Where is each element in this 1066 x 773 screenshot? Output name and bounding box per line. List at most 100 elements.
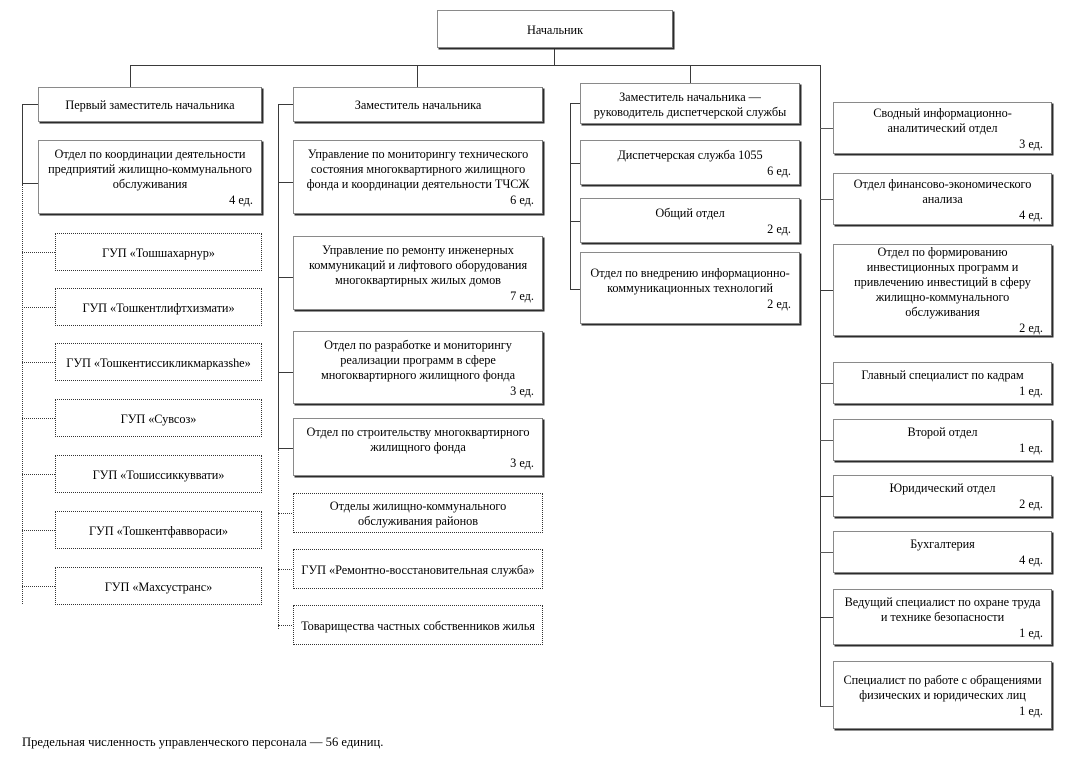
node-count: 1 ед. <box>1019 625 1043 640</box>
node-col1-6[interactable]: ГУП «Тошкентфаввораси» <box>55 511 262 549</box>
node-col4-0[interactable]: Сводный информационно-аналитический отде… <box>833 102 1052 154</box>
node-col1-7[interactable]: ГУП «Махсустранс» <box>55 567 262 605</box>
node-col4-1[interactable]: Отдел финансово-экономического анализа 4… <box>833 173 1052 225</box>
node-label: ГУП «Тошкентлифтхизмати» <box>82 300 235 315</box>
connector-col1-branch-3 <box>22 362 55 363</box>
node-label: ГУП «Ремонтно-восстановительная служба» <box>301 562 535 577</box>
node-col4-6[interactable]: Бухгалтерия 4 ед. <box>833 531 1052 573</box>
connector-col3-to-node2 <box>570 289 581 290</box>
node-label: Отделы жилищно-коммунального обслуживани… <box>329 499 507 528</box>
node-col3-2[interactable]: Отдел по внедрению информационно-коммуни… <box>580 252 800 324</box>
connector-col1-branch-6 <box>22 530 55 531</box>
node-label: Отдел по внедрению информационно-коммуни… <box>590 265 790 295</box>
node-col4-5[interactable]: Юридический отдел 2 ед. <box>833 475 1052 517</box>
connector-col3-to-node1 <box>570 221 581 222</box>
node-label: ГУП «Тошкентфаввораси» <box>89 523 228 538</box>
node-col4-8[interactable]: Специалист по работе с обращениями физич… <box>833 661 1052 729</box>
node-col2-0[interactable]: Управление по мониторингу технического с… <box>293 140 543 214</box>
node-label: Второй отдел <box>907 425 978 440</box>
connector-col4-to-node8 <box>820 706 834 707</box>
node-label: Отдел финансово-экономического анализа <box>853 176 1032 206</box>
connector-col4-to-node7 <box>820 617 834 618</box>
node-count: 6 ед. <box>510 193 534 208</box>
node-col2-6[interactable]: Товарищества частных собственников жилья <box>293 605 543 645</box>
connector-col1-to-head <box>22 104 39 105</box>
node-count: 1 ед. <box>1019 384 1043 399</box>
node-head-deputy[interactable]: Заместитель начальника <box>293 87 543 122</box>
node-label: Отдел по строительству многоквартирного … <box>306 424 530 454</box>
node-col1-5[interactable]: ГУП «Тошиссиккуввати» <box>55 455 262 493</box>
connector-col2-to-node0 <box>278 182 294 183</box>
node-col4-3[interactable]: Главный специалист по кадрам 1 ед. <box>833 362 1052 404</box>
connector-col1-spine-dotted <box>22 184 23 604</box>
node-head-dispatch-deputy[interactable]: Заместитель начальника — руководитель ди… <box>580 83 800 124</box>
connector-col2-to-node1 <box>278 277 294 278</box>
connector-col3-spine-solid <box>570 103 571 290</box>
node-label: Отдел по координации деятельности предпр… <box>48 147 252 192</box>
connector-col1-branch-7 <box>22 586 55 587</box>
node-col1-0[interactable]: Отдел по координации деятельности предпр… <box>38 140 262 214</box>
connector-col2-to-node2 <box>278 372 294 373</box>
node-col4-2[interactable]: Отдел по формированию инвестиционных про… <box>833 244 1052 336</box>
node-col1-4[interactable]: ГУП «Сувсоз» <box>55 399 262 437</box>
connector-col2-branch-4 <box>278 513 294 514</box>
node-col2-5[interactable]: ГУП «Ремонтно-восстановительная служба» <box>293 549 543 589</box>
node-label: Главный специалист по кадрам <box>861 368 1024 383</box>
connector-col1-to-node0 <box>22 183 39 184</box>
node-count: 3 ед. <box>510 383 534 398</box>
node-count: 4 ед. <box>1019 553 1043 568</box>
node-label: Заместитель начальника — руководитель ди… <box>593 89 787 119</box>
node-count: 3 ед. <box>1019 136 1043 151</box>
node-label: Управление по мониторингу технического с… <box>306 147 530 192</box>
node-label: Отдел по формированию инвестиционных про… <box>854 245 1031 320</box>
node-label: Товарищества частных собственников жилья <box>301 618 535 633</box>
node-label: ГУП «Тошкентиссикликмарказshe» <box>66 355 251 370</box>
connector-root-stem <box>554 48 555 65</box>
node-label: Специалист по работе с обращениями физич… <box>843 672 1042 702</box>
node-count: 6 ед. <box>767 163 791 178</box>
node-label: Отдел по разработке и мониторингу реализ… <box>320 337 515 382</box>
node-label: Общий отдел <box>655 205 725 220</box>
connector-col1-spine-solid <box>22 104 23 184</box>
connector-col2-spine-solid <box>278 104 279 449</box>
node-col1-2[interactable]: ГУП «Тошкентлифтхизмати» <box>55 288 262 326</box>
connector-col4-to-node6 <box>820 552 834 553</box>
connector-col3-to-head <box>570 103 581 104</box>
node-count: 2 ед. <box>767 296 791 311</box>
node-col1-1[interactable]: ГУП «Тошшахарнур» <box>55 233 262 271</box>
connector-col4-to-node1 <box>820 199 834 200</box>
node-count: 7 ед. <box>510 289 534 304</box>
connector-col3-to-node0 <box>570 163 581 164</box>
node-col2-4[interactable]: Отделы жилищно-коммунального обслуживани… <box>293 493 543 533</box>
node-col3-1[interactable]: Общий отдел 2 ед. <box>580 198 800 243</box>
node-label: Начальник <box>526 22 584 37</box>
connector-bus-drop-col3 <box>690 65 691 87</box>
node-label: Сводный информационно-аналитический отде… <box>873 105 1012 135</box>
node-label: ГУП «Тошшахарнур» <box>102 245 215 260</box>
node-col2-3[interactable]: Отдел по строительству многоквартирного … <box>293 418 543 476</box>
node-head-nachalnik[interactable]: Начальник <box>437 10 673 48</box>
node-count: 2 ед. <box>767 221 791 236</box>
node-col2-1[interactable]: Управление по ремонту инженерных коммуни… <box>293 236 543 310</box>
node-col4-4[interactable]: Второй отдел 1 ед. <box>833 419 1052 461</box>
node-count: 4 ед. <box>1019 207 1043 222</box>
node-head-first-deputy[interactable]: Первый заместитель начальника <box>38 87 262 122</box>
node-count: 2 ед. <box>1019 497 1043 512</box>
connector-bus-drop-col2 <box>417 65 418 87</box>
node-label: ГУП «Тошиссиккуввати» <box>92 467 225 482</box>
connector-col4-to-node3 <box>820 383 834 384</box>
node-label: Юридический отдел <box>889 481 996 496</box>
node-count: 2 ед. <box>1019 321 1043 336</box>
connector-col2-to-node3 <box>278 448 294 449</box>
node-col4-7[interactable]: Ведущий специалист по охране труда и тех… <box>833 589 1052 645</box>
node-label: ГУП «Махсустранс» <box>104 579 213 594</box>
node-col3-0[interactable]: Диспетчерская служба 1055 6 ед. <box>580 140 800 185</box>
node-label: ГУП «Сувсоз» <box>120 411 197 426</box>
connector-col1-branch-4 <box>22 418 55 419</box>
connector-col1-branch-2 <box>22 307 55 308</box>
node-col1-3[interactable]: ГУП «Тошкентиссикликмарказshe» <box>55 343 262 381</box>
connector-col1-branch-5 <box>22 474 55 475</box>
connector-col2-spine-dotted <box>278 449 279 629</box>
node-col2-2[interactable]: Отдел по разработке и мониторингу реализ… <box>293 331 543 404</box>
